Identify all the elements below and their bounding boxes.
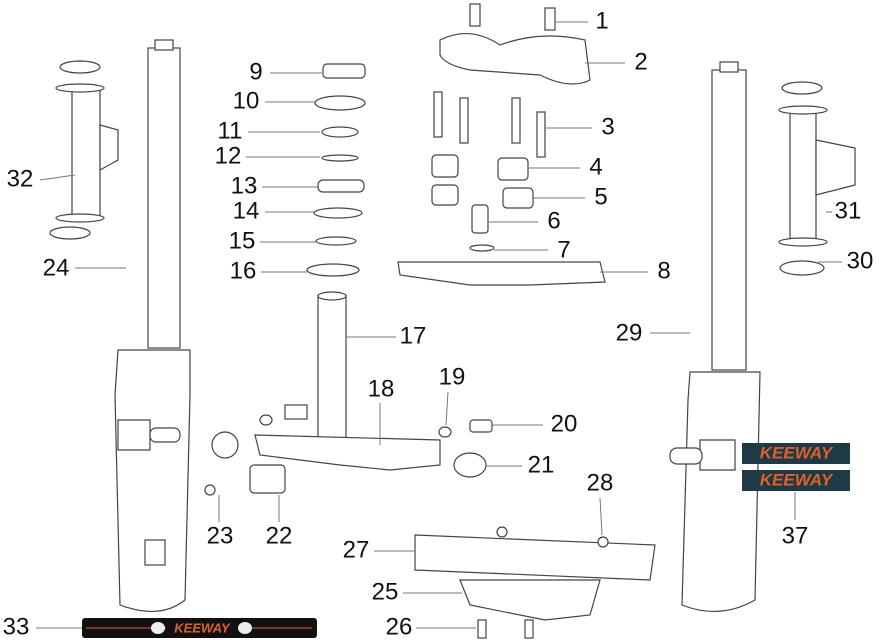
clamp-bolts — [431, 91, 546, 252]
keeway-decal-37-bottom: KEEWAY — [742, 470, 850, 491]
callout-8: 8 — [657, 257, 670, 284]
keeway-logo: KEEWAY — [760, 443, 834, 462]
callout-13: 13 — [231, 172, 258, 199]
callout-25: 25 — [372, 578, 399, 605]
keeway-decal-37-top: KEEWAY — [742, 443, 850, 464]
callout-30: 30 — [847, 247, 874, 274]
leader-lines — [36, 21, 842, 629]
upper-triple-clamp — [397, 261, 606, 286]
callout-6: 6 — [547, 207, 560, 234]
steering-bearing-stack — [306, 63, 366, 277]
callout-10: 10 — [233, 87, 260, 114]
callout-4: 4 — [589, 153, 602, 180]
callout-27: 27 — [343, 536, 370, 563]
fork-strip-decal-33: KEEWAY — [82, 618, 317, 638]
callout-7: 7 — [557, 236, 570, 263]
callout-11: 11 — [218, 117, 243, 144]
keeway-logo: KEEWAY — [174, 620, 231, 635]
callout-numbers: 1 2 3 4 5 6 7 8 9 10 11 12 13 14 15 16 1… — [3, 7, 874, 640]
callout-17: 17 — [400, 322, 427, 349]
right-fork-tube — [669, 61, 761, 613]
callout-22: 22 — [266, 522, 293, 549]
callout-3: 3 — [601, 113, 614, 140]
callout-20: 20 — [551, 410, 578, 437]
callout-5: 5 — [594, 183, 607, 210]
left-reflector-bracket — [49, 60, 119, 240]
callout-29: 29 — [616, 319, 643, 346]
callout-33: 33 — [3, 613, 30, 640]
keeway-logo: KEEWAY — [760, 470, 834, 489]
callout-28: 28 — [587, 469, 614, 496]
callout-26: 26 — [386, 613, 413, 640]
right-reflector-bracket — [778, 81, 856, 276]
steering-stem — [204, 291, 493, 496]
callout-12: 12 — [215, 142, 242, 169]
callout-18: 18 — [368, 375, 395, 402]
front-plate — [414, 526, 656, 639]
left-fork-tube — [114, 39, 191, 613]
handlebar-clamp — [439, 3, 591, 85]
callout-15: 15 — [229, 227, 256, 254]
callout-19: 19 — [439, 363, 466, 390]
callout-32: 32 — [7, 165, 34, 192]
callout-24: 24 — [43, 254, 70, 281]
callout-9: 9 — [249, 58, 262, 85]
callout-16: 16 — [230, 257, 257, 284]
callout-21: 21 — [528, 451, 555, 478]
callout-23: 23 — [207, 522, 234, 549]
callout-14: 14 — [233, 197, 260, 224]
callout-1: 1 — [595, 7, 608, 34]
callout-37: 37 — [782, 522, 809, 549]
callout-31: 31 — [835, 197, 862, 224]
callout-2: 2 — [634, 48, 647, 75]
